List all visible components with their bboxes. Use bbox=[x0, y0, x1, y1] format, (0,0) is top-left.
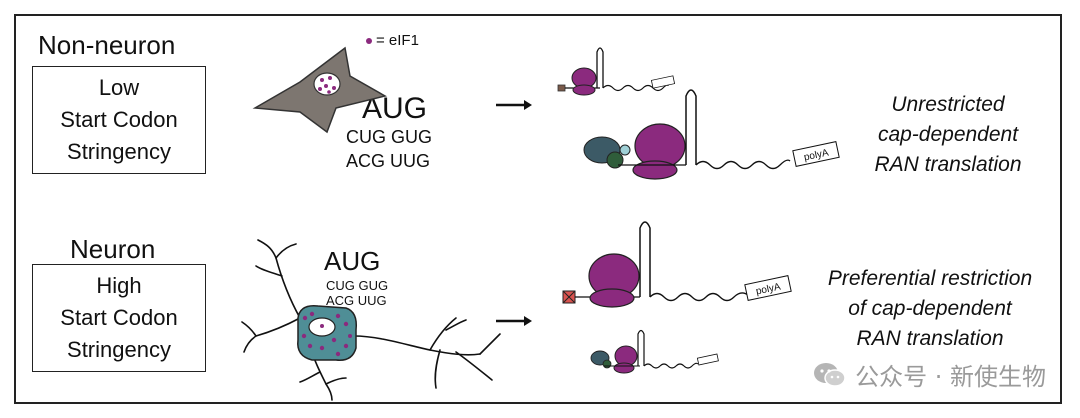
bottom-codon-aug: AUG bbox=[324, 246, 381, 276]
bottom-large-ribosome-small bbox=[589, 288, 635, 308]
bottom-outcome-line-1: Preferential restriction bbox=[827, 267, 1033, 290]
bottom-codon-alt-2: ACG UUG bbox=[326, 293, 387, 308]
fibroblast-eif1-dots bbox=[318, 76, 336, 94]
top-outcome-line-2: cap-dependent bbox=[877, 123, 1019, 146]
top-condition-title: Non-neuron bbox=[38, 30, 176, 60]
top-large-hairpin bbox=[685, 89, 697, 165]
eif1-legend-label: = eIF1 bbox=[376, 32, 419, 49]
top-large-factor-green bbox=[606, 151, 624, 169]
top-small-cap bbox=[557, 84, 566, 92]
bottom-stringency-line-2: Start Codon bbox=[60, 305, 178, 330]
top-large-mrna: polyA bbox=[583, 89, 840, 180]
bottom-small-ribosome-small bbox=[613, 362, 635, 374]
top-small-ribosome-small bbox=[572, 84, 596, 96]
bottom-outcome-text: Preferential restriction of cap-dependen… bbox=[808, 264, 1052, 354]
wechat-icon bbox=[814, 362, 846, 387]
top-outcome-line-1: Unrestricted bbox=[891, 93, 1005, 116]
top-outcome-line-3: RAN translation bbox=[874, 153, 1022, 176]
top-stringency-box: Low Start Codon Stringency bbox=[32, 66, 206, 174]
bottom-small-hairpin bbox=[637, 329, 645, 366]
top-large-eif1 bbox=[619, 144, 631, 156]
bottom-outcome-line-2: of cap-dependent bbox=[848, 297, 1012, 320]
top-outcome-text: Unrestricted cap-dependent RAN translati… bbox=[848, 90, 1048, 180]
bottom-small-mrna bbox=[590, 329, 719, 374]
bottom-outcome-line-3: RAN translation bbox=[856, 327, 1004, 350]
top-codon-alt-1: CUG GUG bbox=[346, 127, 433, 147]
bottom-stringency-line-1: High bbox=[96, 273, 142, 298]
neuron-cell bbox=[241, 239, 501, 401]
bottom-polya-box: polyA bbox=[744, 275, 792, 301]
bottom-stringency-box: High Start Codon Stringency bbox=[32, 264, 206, 372]
bottom-codon-alt-1: CUG GUG bbox=[326, 278, 389, 293]
top-small-polya-box bbox=[650, 75, 676, 89]
bottom-large-tail bbox=[649, 292, 749, 302]
bottom-condition-title: Neuron bbox=[70, 234, 156, 264]
top-small-mrna bbox=[557, 47, 676, 96]
top-polya-box: polyA bbox=[792, 141, 840, 167]
top-large-tail bbox=[695, 159, 791, 170]
watermark: 公众号 · 新使生物 bbox=[813, 357, 1046, 392]
neuron-eif1-dots bbox=[301, 311, 352, 357]
bottom-small-tail bbox=[643, 362, 699, 369]
bottom-large-hairpin bbox=[639, 221, 651, 297]
fibroblast-nucleus bbox=[313, 72, 341, 96]
top-small-hairpin bbox=[596, 47, 604, 88]
top-arrow bbox=[496, 100, 532, 110]
bottom-stringency-line-3: Stringency bbox=[67, 337, 171, 362]
top-stringency-line-2: Start Codon bbox=[60, 107, 178, 132]
top-stringency-line-1: Low bbox=[98, 75, 140, 100]
bottom-large-mrna: polyA bbox=[562, 221, 792, 308]
eif1-legend-dot bbox=[366, 38, 372, 44]
top-polya-label: polyA bbox=[803, 147, 830, 163]
top-codon-alt-2: ACG UUG bbox=[346, 151, 431, 171]
watermark-text: 公众号 · 新使生物 bbox=[855, 363, 1046, 391]
bottom-arrow bbox=[496, 316, 532, 326]
bottom-polya-label: polyA bbox=[755, 281, 782, 297]
top-stringency-line-3: Stringency bbox=[67, 139, 171, 164]
bottom-small-polya-box bbox=[696, 353, 719, 366]
top-small-tail bbox=[602, 84, 669, 92]
bottom-small-factor-green bbox=[602, 359, 612, 369]
figure-frame bbox=[14, 14, 1062, 404]
top-large-ribosome-small bbox=[632, 160, 678, 180]
